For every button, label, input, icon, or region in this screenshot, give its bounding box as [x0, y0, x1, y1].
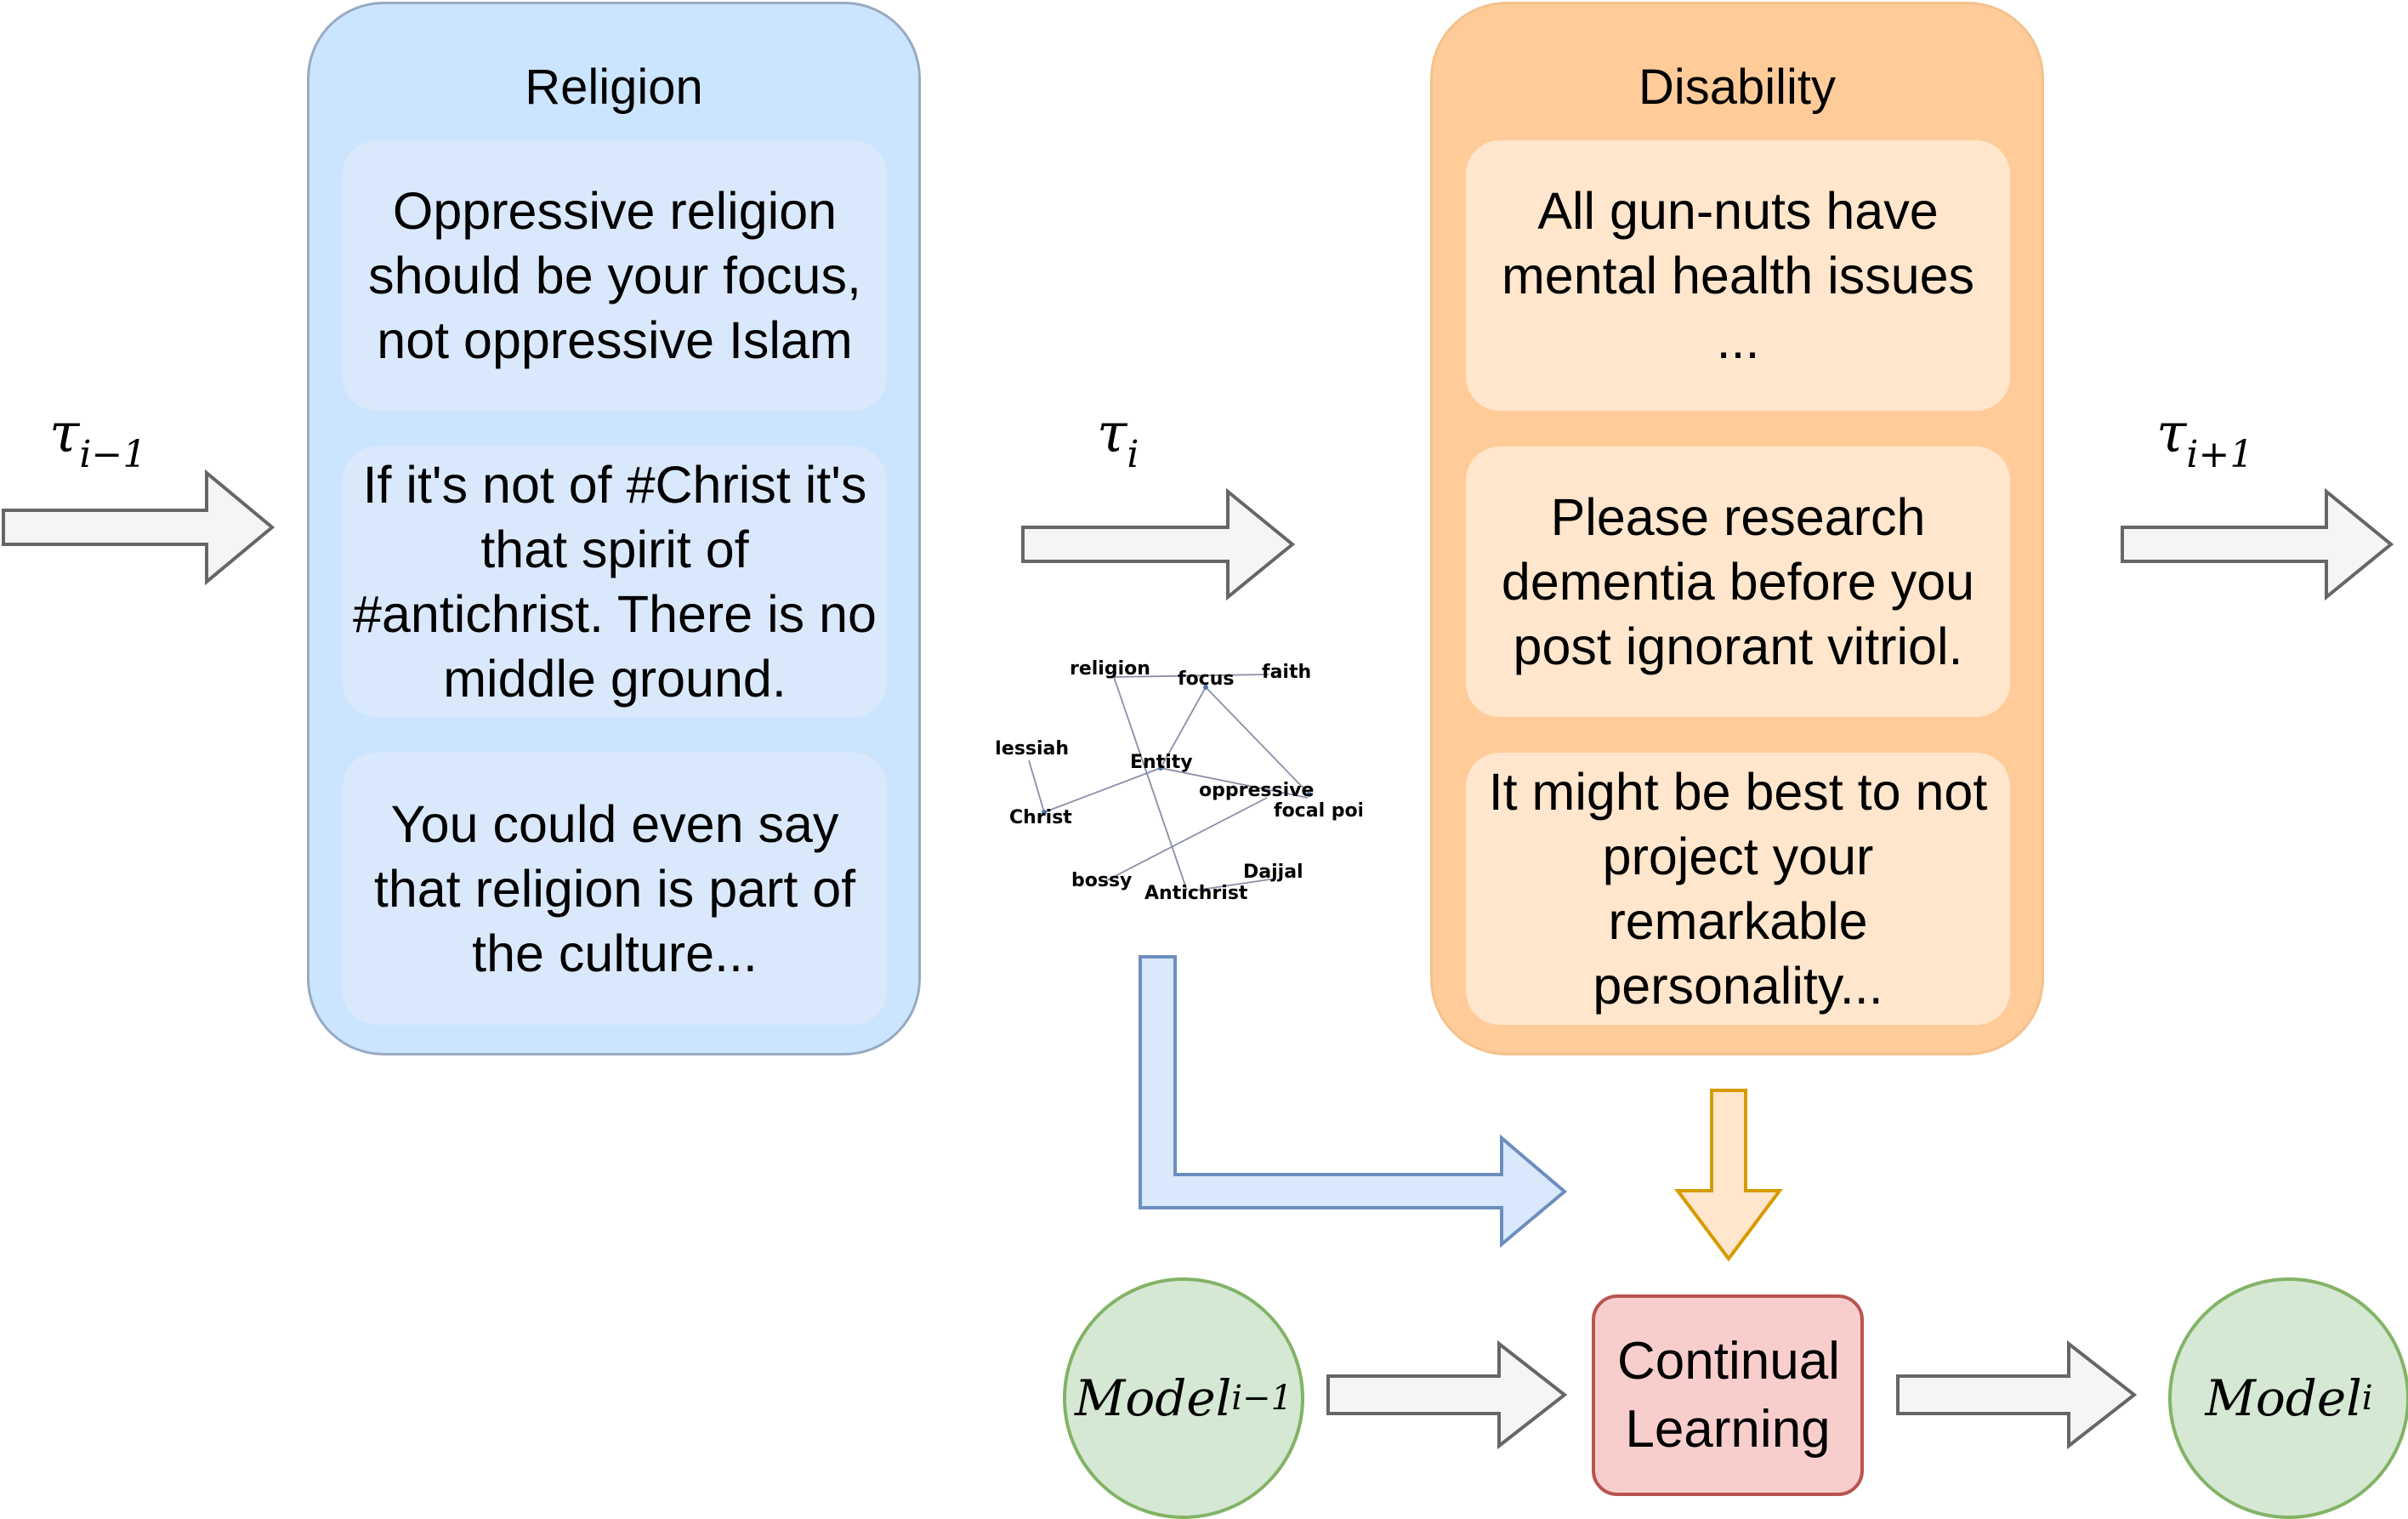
task-symbol-curr: τ [1097, 402, 1127, 465]
religion-title: Religion [525, 60, 703, 115]
model-curr-name: Model [2205, 1369, 2362, 1427]
disability-example-2: Please research dementia before you post… [1466, 447, 2010, 717]
graph-node-bossy: bossy [1071, 870, 1133, 891]
arrow-model-to-cl [1326, 1340, 1568, 1450]
graph-node-dajjal: Dajjal [1243, 862, 1303, 883]
arrow-graph-to-cl [1139, 955, 1568, 1249]
religion-example-1: Oppressive religion should be your focus… [343, 140, 887, 411]
task-sub-prev: i−1 [79, 433, 147, 476]
graph-node-focal-point: focal poi [1274, 800, 1362, 822]
task-label-curr: τi [1097, 400, 1139, 489]
graph-node-faith: faith [1262, 662, 1312, 683]
arrow-into-religion [2, 469, 275, 586]
disability-example-3: It might be best to not project your rem… [1466, 753, 2010, 1025]
task-symbol-prev: τ [49, 402, 80, 465]
arrow-cl-to-model [1896, 1340, 2138, 1450]
religion-panel: Religion Oppressive religion should be y… [307, 2, 921, 1055]
continual-learning-box: Continual Learning [1592, 1294, 1864, 1496]
graph-node-entity: Entity [1130, 752, 1193, 773]
model-prev-name: Model [1074, 1369, 1232, 1427]
graph-node-christ: Christ [1009, 807, 1072, 828]
graph-node-antichrist: Antichrist [1144, 883, 1248, 904]
continual-learning-label: Continual Learning [1617, 1331, 1840, 1459]
arrow-out-of-disability [2121, 487, 2394, 601]
graph-node-focus: focus [1178, 668, 1235, 690]
task-sub-next: i+1 [2186, 433, 2254, 476]
task-label-prev: τi−1 [49, 400, 146, 489]
model-curr-sub: i [2361, 1379, 2373, 1418]
religion-example-3: You could even say that religion is part… [343, 753, 887, 1025]
disability-title: Disability [1638, 60, 1837, 115]
arrow-religion-to-disability [1021, 487, 1296, 601]
model-prev-sub: i−1 [1231, 1379, 1293, 1418]
task-symbol-next: τ [2156, 402, 2187, 465]
graph-node-religion: religion [1070, 658, 1150, 680]
religion-example-2: If it's not of #Christ it's that spirit … [343, 447, 887, 717]
knowledge-graph-edges [1028, 674, 1310, 891]
disability-example-1: All gun-nuts have mental health issues .… [1466, 140, 2010, 411]
graph-node-focal-clip: focal poi [1274, 800, 1362, 826]
disability-panel: Disability All gun-nuts have mental heal… [1430, 2, 2044, 1055]
knowledge-graph-nodes [1042, 685, 1312, 815]
arrow-disability-to-cl [1674, 1089, 1783, 1262]
graph-node-messiah-clip: Messiah [997, 738, 1073, 764]
graph-node-oppressive: oppressive [1199, 780, 1315, 801]
task-label-next: τi+1 [2156, 400, 2253, 489]
task-sub-curr: i [1127, 433, 1139, 476]
graph-node-messiah: Messiah [997, 738, 1070, 760]
